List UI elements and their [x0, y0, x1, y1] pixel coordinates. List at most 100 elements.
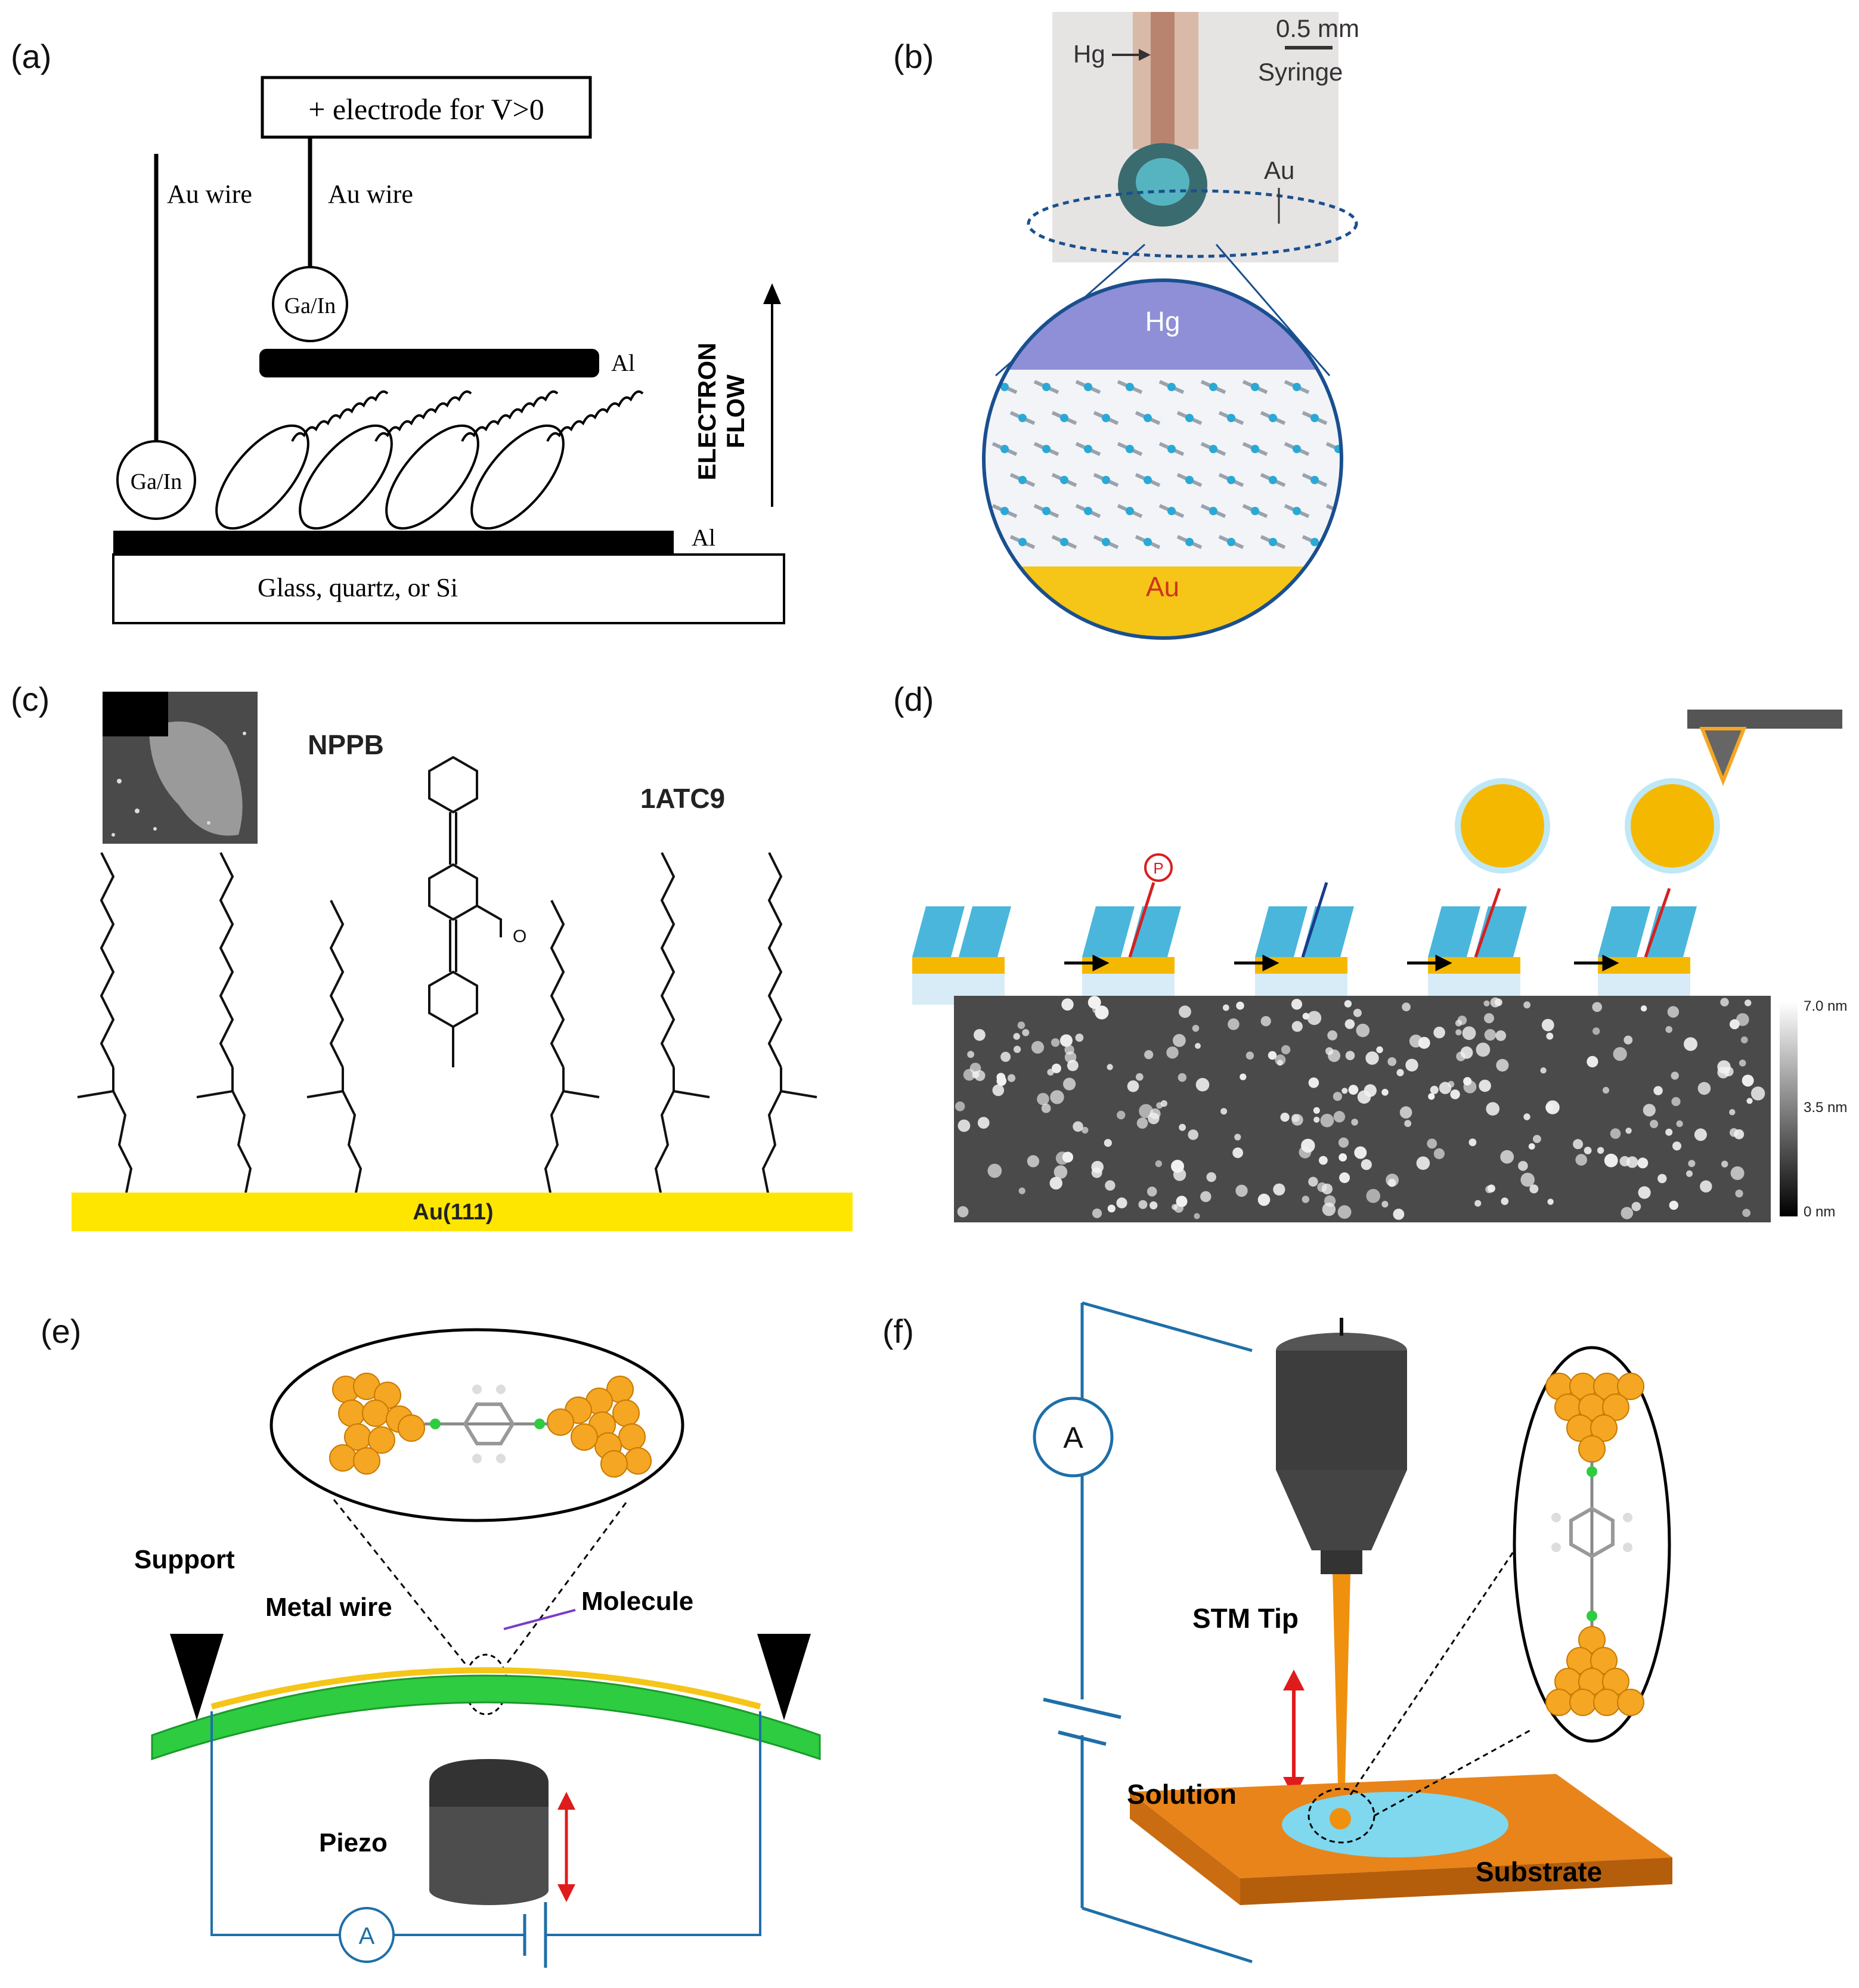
- sam-molecule: [1009, 411, 1036, 425]
- panel-b-diagram: 0.5 mm Syringe Hg Au Hg Au: [982, 12, 1368, 640]
- zoom-hg-label: Hg: [1145, 306, 1181, 337]
- stm-inset-corner: [103, 692, 168, 736]
- sam-molecule: [1218, 411, 1244, 425]
- sam-molecule: [1009, 535, 1036, 549]
- nppb-label: NPPB: [308, 729, 384, 760]
- substrate-box: [112, 553, 785, 624]
- circuit-frame: [1080, 1301, 1253, 1964]
- scale-label: 0.5 mm: [1276, 14, 1359, 42]
- sam-molecule: [1093, 473, 1119, 487]
- sam-molecule: [1117, 504, 1143, 518]
- sam-molecule: [1135, 473, 1161, 487]
- panel-d: (d) P 7.0 nm 3.5 nm 0 nm: [882, 662, 1859, 1258]
- sam-molecule: [1260, 535, 1286, 549]
- piezo-cap: [429, 1759, 549, 1807]
- piezo-arrow-down: [557, 1884, 575, 1902]
- electron-flow-arrowhead: [763, 283, 781, 304]
- panel-c: (c) NPPB 1ATC9: [0, 662, 882, 1258]
- sam-molecule: [992, 504, 1018, 518]
- panel-e-diagram: Support Metal wire Molecule Piezo A: [134, 1328, 821, 1968]
- piezo-bottom: [429, 1875, 549, 1905]
- mercury-column: [1151, 12, 1175, 155]
- benzene-molecule-f: [1551, 1461, 1632, 1628]
- sam-molecule: [1075, 504, 1101, 518]
- sam-molecule: [1284, 504, 1310, 518]
- sam-molecule: [1051, 473, 1077, 487]
- solution-pool: [1282, 1792, 1508, 1857]
- circuit-wire: [210, 1711, 761, 1936]
- sam-molecule: [1260, 473, 1286, 487]
- support-left: [170, 1634, 224, 1720]
- electrode-box-label: + electrode for V>0: [308, 92, 544, 126]
- al-top-electrode: [259, 349, 599, 377]
- sam-molecule: [1176, 535, 1203, 549]
- colorbar-mid: 3.5 nm: [1804, 1100, 1847, 1116]
- assembly-step: [1255, 882, 1354, 1005]
- gold-cluster-right: [547, 1376, 652, 1478]
- panel-f-diagram: A STM Tip Solution Substrate: [1033, 1301, 1672, 1964]
- mercury-drop-highlight: [1136, 158, 1189, 206]
- electrode-box: [261, 76, 592, 139]
- au111-label: Au(111): [413, 1200, 493, 1225]
- colorbar-min: 0 nm: [1804, 1204, 1835, 1220]
- au-wire-left-label: Au wire: [167, 179, 252, 209]
- scanner-neck: [1321, 1550, 1362, 1574]
- alkyl-chains: [77, 852, 817, 1223]
- substrate-label: Glass, quartz, or Si: [258, 573, 458, 602]
- sam-molecule: [1218, 473, 1244, 487]
- scanner-cone: [1276, 1470, 1407, 1550]
- stm-pits: [111, 732, 246, 837]
- au111-substrate: [72, 1193, 853, 1231]
- step-arrows: [1064, 954, 1619, 972]
- atc-label: 1ATC9: [640, 783, 725, 814]
- stm-tip: [1333, 1574, 1350, 1807]
- colorbar-max: 7.0 nm: [1804, 998, 1847, 1014]
- metal-wire: [210, 1667, 761, 1710]
- assembly-step: [1428, 778, 1550, 1005]
- sam-molecule: [1218, 535, 1244, 549]
- assembly-step: [1598, 778, 1720, 1005]
- panel-b-label: (b): [893, 38, 934, 75]
- sam-grid: [992, 380, 1368, 549]
- sam-molecule: [1117, 380, 1143, 394]
- scanner-body: [1276, 1351, 1407, 1470]
- ammeter-f: [1033, 1396, 1114, 1478]
- panel-e-label: (e): [41, 1312, 82, 1350]
- sam-molecule: [1260, 411, 1286, 425]
- tip-apex-sphere: [1330, 1808, 1351, 1829]
- al-bottom-label: Al: [692, 524, 715, 551]
- hg-arrowhead: [1139, 49, 1151, 61]
- sam-molecule: [1158, 504, 1185, 518]
- sam-molecule: [1302, 411, 1328, 425]
- panel-f: (f) A STM Tip Solution Substrate: [882, 1282, 1859, 1985]
- benzene-molecule: [425, 1385, 549, 1463]
- ammeter-f-label: A: [1063, 1421, 1083, 1454]
- panel-c-diagram: NPPB 1ATC9 O: [72, 692, 853, 1231]
- sam-molecule: [1075, 442, 1101, 456]
- sam-molecule: [1176, 411, 1203, 425]
- panel-e: (e) Support: [0, 1282, 930, 1985]
- au-wire-right-label: Au wire: [328, 179, 413, 209]
- sam-molecule: [1344, 537, 1368, 547]
- battery-plate-bottom: [1058, 1730, 1107, 1746]
- sam-molecule: [1033, 504, 1059, 518]
- sam-molecule: [1033, 380, 1059, 394]
- sam-molecule: [1284, 442, 1310, 456]
- zoom-circle-content: [984, 280, 1368, 638]
- al-bottom-electrode: [113, 531, 674, 555]
- panel-a: (a) + electrode for V>0 Au wire Au wire …: [0, 0, 835, 644]
- zoom-au-label: Au: [1146, 571, 1179, 602]
- substrate-side: [1130, 1792, 1240, 1905]
- assembly-step: [912, 906, 1011, 1005]
- substrate-front: [1240, 1857, 1672, 1905]
- molecule-layer: [215, 390, 644, 530]
- panel-c-label: (c): [11, 680, 50, 718]
- support-right: [757, 1634, 811, 1720]
- assembly-step: [1082, 853, 1181, 1005]
- afm-nanoparticles: [955, 996, 1765, 1220]
- sam-molecule: [1302, 473, 1328, 487]
- hg-photo-label: Hg: [1073, 40, 1105, 68]
- sam-molecule: [992, 442, 1018, 456]
- gold-cluster-top: [1545, 1373, 1644, 1463]
- sam-molecule: [1200, 380, 1226, 394]
